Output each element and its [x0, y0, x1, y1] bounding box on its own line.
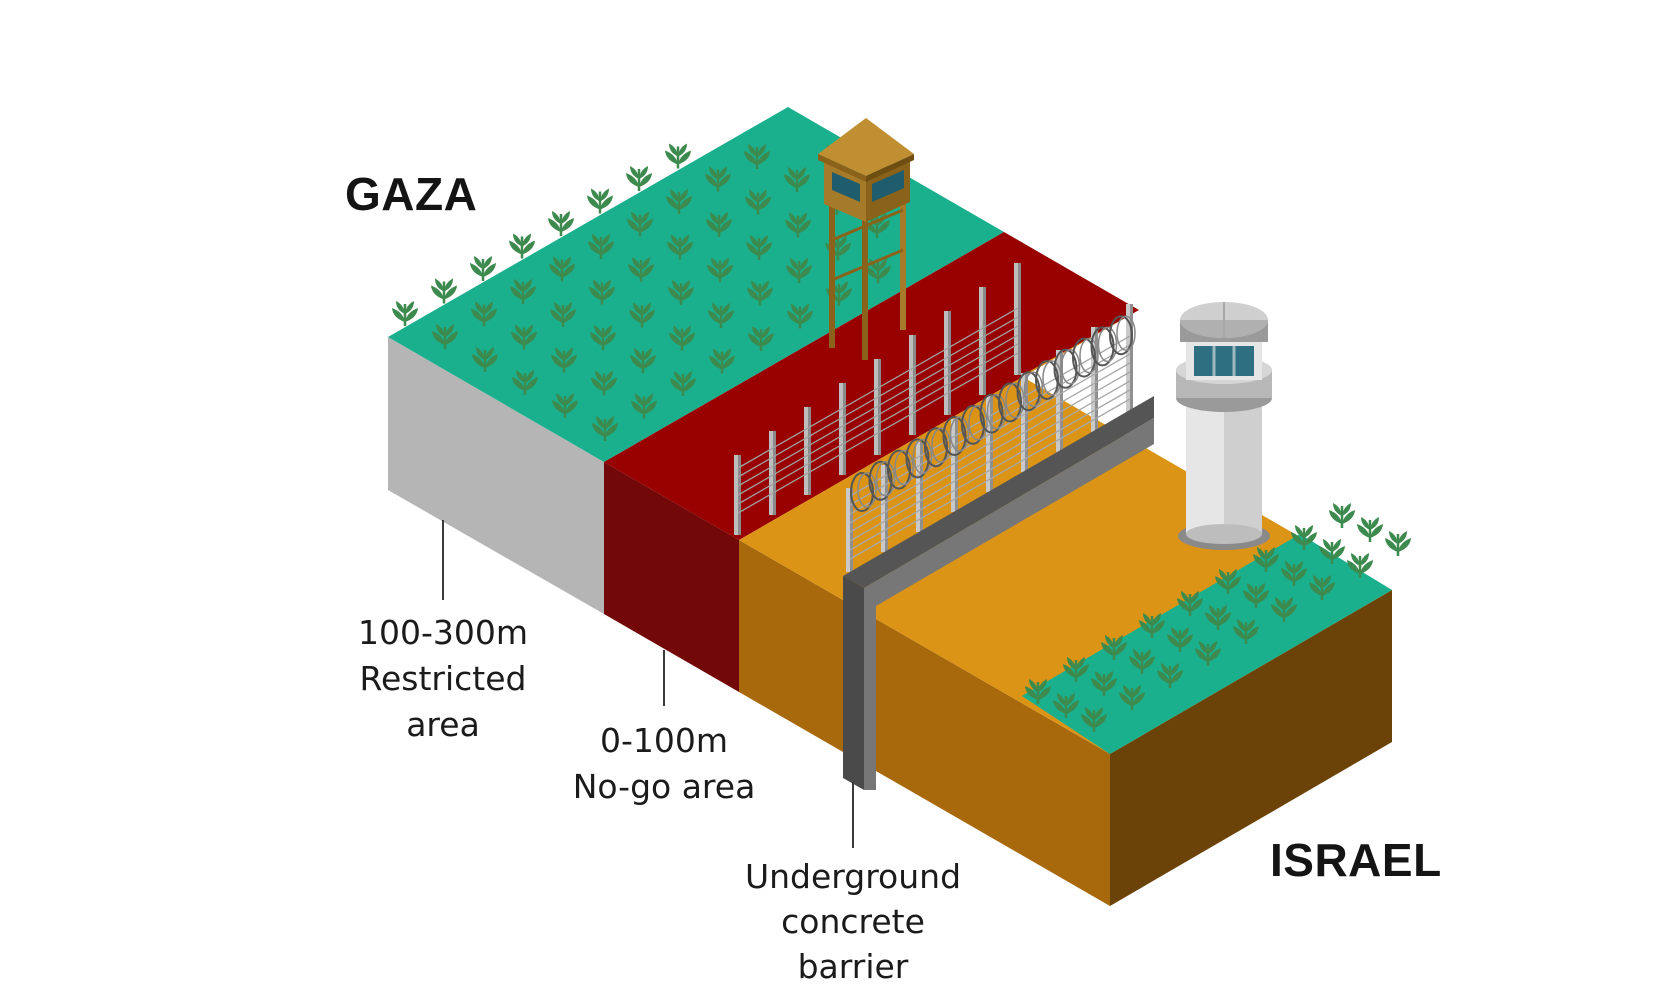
plant-icon: [550, 302, 576, 327]
restricted-area-side: [388, 337, 604, 614]
plant-icon: [552, 393, 578, 418]
plant-icon: [1357, 517, 1383, 542]
plant-icon: [392, 301, 418, 326]
plant-icon: [744, 144, 770, 169]
plant-icon: [705, 166, 731, 192]
plant-icon: [1385, 531, 1411, 556]
plant-icon: [1091, 671, 1117, 696]
israel-ground-end: [1110, 590, 1392, 906]
plant-icon: [627, 211, 653, 237]
plant-icon: [628, 257, 654, 282]
plant-icon: [669, 325, 695, 351]
plant-icon: [1233, 619, 1259, 644]
plant-icon: [1205, 605, 1231, 630]
plant-icon: [668, 280, 694, 305]
plant-icon: [746, 235, 772, 260]
plant-icon: [1195, 641, 1221, 666]
plant-icon: [630, 348, 656, 373]
plant-icon: [626, 166, 652, 191]
plant-icon: [589, 279, 615, 305]
plant-icon: [431, 278, 457, 304]
gaza-label: GAZA: [345, 168, 478, 220]
barrier-line2: concrete: [781, 902, 925, 941]
plant-icon: [1215, 569, 1241, 594]
plant-icon: [787, 303, 813, 329]
plant-icon: [591, 370, 617, 396]
barrier-line1: Underground: [744, 857, 962, 896]
no-go-line1: No-go area: [572, 767, 756, 806]
plant-icon: [667, 234, 693, 260]
plant-icon: [631, 393, 657, 419]
plant-icon: [1167, 627, 1193, 652]
plant-icon: [1053, 693, 1079, 718]
gaza-watchtower: [818, 118, 914, 360]
plant-icon: [786, 258, 812, 283]
plant-icon: [511, 324, 537, 350]
plant-icon: [590, 325, 616, 350]
plant-icon: [551, 347, 577, 373]
plant-icon: [587, 188, 613, 214]
plant-icon: [432, 324, 458, 349]
plant-icon: [865, 258, 891, 284]
plant-icon: [1291, 525, 1317, 550]
plant-icon: [510, 279, 536, 304]
plant-icon: [549, 256, 575, 282]
plant-icon: [629, 302, 655, 328]
plant-icon: [1309, 575, 1335, 600]
plant-icon: [1081, 707, 1107, 732]
plant-icon: [512, 370, 538, 395]
plant-icon: [1129, 649, 1155, 674]
no-go-area-label: 0-100m No-go area: [549, 718, 779, 810]
plant-icon: [666, 189, 692, 214]
plant-icon: [1281, 561, 1307, 586]
plant-icon: [1177, 591, 1203, 616]
plant-icon: [1157, 663, 1183, 688]
plant-icon: [1329, 503, 1355, 528]
plant-icon: [471, 301, 497, 327]
plant-icon: [592, 416, 618, 441]
plant-icon: [745, 189, 771, 215]
plant-icon: [670, 371, 696, 396]
plant-icon: [785, 212, 811, 238]
barrier-label: Underground concrete barrier: [718, 854, 988, 989]
no-go-area-side: [604, 462, 739, 692]
plant-icon: [1063, 657, 1089, 682]
plant-icon: [706, 212, 732, 237]
plant-icon: [747, 280, 773, 306]
plant-icon: [1243, 583, 1269, 608]
plant-icon: [1119, 685, 1145, 710]
plant-icon: [708, 303, 734, 328]
no-go-distance: 0-100m: [599, 721, 729, 760]
plant-icon: [665, 143, 691, 169]
plant-icon: [1139, 613, 1165, 638]
plant-icon: [748, 326, 774, 351]
restricted-line1: Restricted: [359, 659, 527, 698]
barrier-line3: barrier: [797, 947, 909, 986]
plant-icon: [1253, 547, 1279, 572]
plant-icon: [588, 234, 614, 259]
restricted-distance: 100-300m: [357, 613, 529, 652]
outer-fence-with-barbed-wire: [846, 304, 1136, 572]
plant-icon: [1319, 539, 1345, 564]
plant-icon: [1347, 553, 1373, 578]
plant-icon: [472, 347, 498, 372]
plant-icon: [784, 167, 810, 192]
plant-icon: [1271, 597, 1297, 622]
israel-label: ISRAEL: [1270, 834, 1442, 886]
israel-crops: [1025, 503, 1411, 732]
plant-icon: [1101, 635, 1127, 660]
plant-icon: [548, 211, 574, 236]
israel-watchtower: [1176, 302, 1272, 550]
restricted-area-label: 100-300m Restricted area: [333, 610, 553, 748]
plant-icon: [709, 348, 735, 374]
plant-icon: [470, 256, 496, 281]
restricted-line2: area: [406, 705, 480, 744]
israel-ground-side: [739, 540, 1110, 906]
plant-icon: [1025, 679, 1051, 704]
plant-icon: [707, 257, 733, 283]
plant-icon: [509, 233, 535, 259]
inner-fence: [734, 263, 1021, 535]
concrete-barrier: [843, 396, 1154, 790]
